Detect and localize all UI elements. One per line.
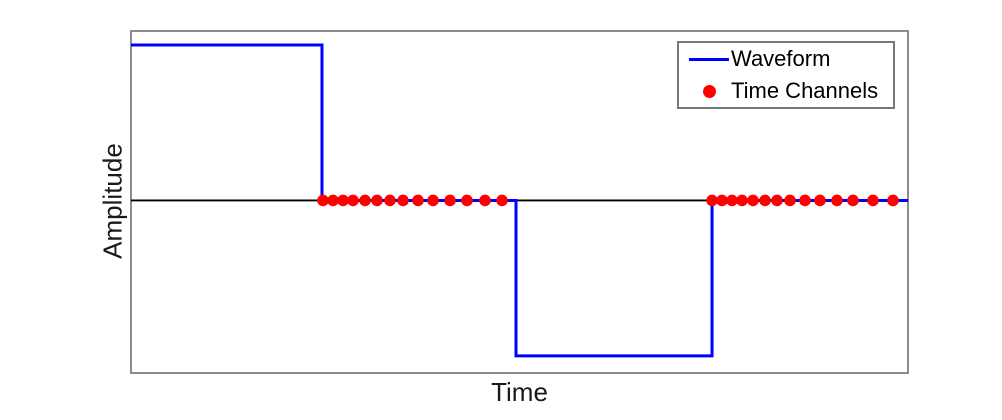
- time-channel-marker: [847, 194, 859, 207]
- time-channel-marker: [384, 194, 396, 207]
- time-channel-marker: [461, 194, 473, 207]
- time-channel-marker: [736, 194, 748, 207]
- time-channel-marker: [317, 194, 329, 207]
- x-axis-label: Time: [491, 377, 548, 407]
- time-channel-marker: [799, 194, 811, 207]
- axes-box: [130, 30, 909, 374]
- time-channel-marker: [867, 194, 879, 207]
- legend-label-time-channels: Time Channels: [731, 78, 879, 103]
- time-channel-marker: [784, 194, 796, 207]
- time-channel-marker: [327, 194, 339, 207]
- legend-sample-area: [689, 84, 729, 98]
- time-channel-marker: [359, 194, 371, 207]
- time-channels-dot-sample: [702, 84, 716, 98]
- waveform-line-sample: [689, 57, 729, 61]
- legend-label-waveform: Waveform: [731, 46, 831, 71]
- time-channel-marker: [887, 194, 899, 207]
- time-channel-marker: [412, 194, 424, 207]
- legend-entry-waveform: Waveform: [689, 43, 893, 75]
- time-channel-marker: [726, 194, 738, 207]
- legend: Waveform Time Channels: [677, 41, 895, 109]
- time-channel-marker: [347, 194, 359, 207]
- time-channel-marker: [427, 194, 439, 207]
- legend-entry-time-channels: Time Channels: [689, 75, 893, 107]
- time-channel-marker: [759, 194, 771, 207]
- time-channel-marker: [814, 194, 826, 207]
- time-channel-marker: [831, 194, 843, 207]
- time-channel-marker: [479, 194, 491, 207]
- time-channel-marker: [716, 194, 728, 207]
- time-channel-marker: [337, 194, 349, 207]
- time-channel-marker: [371, 194, 383, 207]
- y-axis-label: Amplitude: [97, 143, 128, 259]
- waveform-line: [131, 43, 908, 358]
- legend-sample-area: [689, 57, 729, 61]
- time-channel-marker: [747, 194, 759, 207]
- time-channel-marker: [496, 194, 508, 207]
- time-channel-marker: [397, 194, 409, 207]
- time-channel-marker: [706, 194, 718, 207]
- time-channel-marker: [771, 194, 783, 207]
- time-channel-marker: [444, 194, 456, 207]
